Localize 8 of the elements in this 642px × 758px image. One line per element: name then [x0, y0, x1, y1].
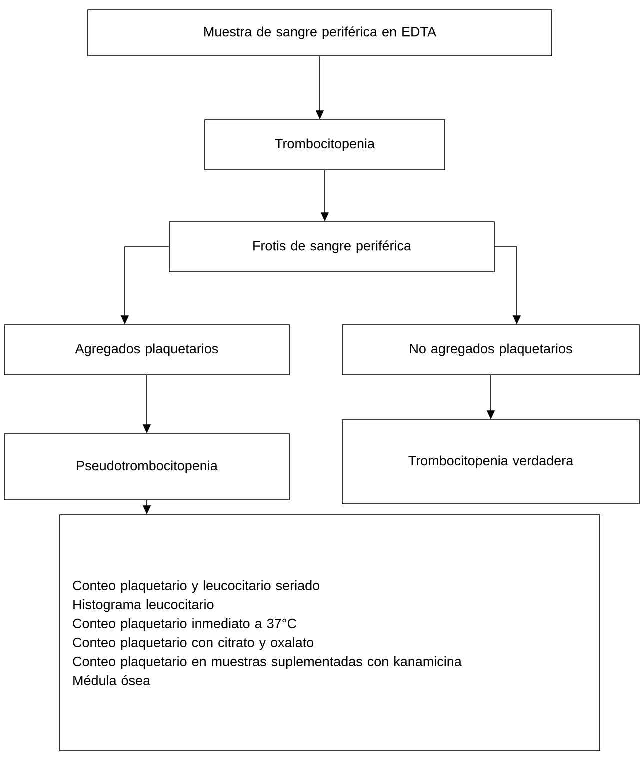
list-box: Conteo plaquetario y leucocitario seriado Histograma leucocitario Conteo plaquetario inmediato a 37°C Conteo plaquetario con citrato y oxalato Conteo plaquetario en muestras suplementadas con kanamicina Médula ósea — [60, 514, 600, 752]
process-box: Trombocitopenia verdadera — [342, 420, 640, 504]
process-box: Trombocitopenia — [204, 120, 446, 170]
process-box: No agregados plaquetarios — [342, 324, 640, 376]
process-box: Frotis de sangre periférica — [169, 222, 495, 272]
process-box: Pseudotrombocitopenia — [4, 434, 290, 500]
process-box: Muestra de sangre periférica en EDTA — [88, 10, 552, 56]
process-box: Agregados plaquetarios — [4, 324, 290, 376]
